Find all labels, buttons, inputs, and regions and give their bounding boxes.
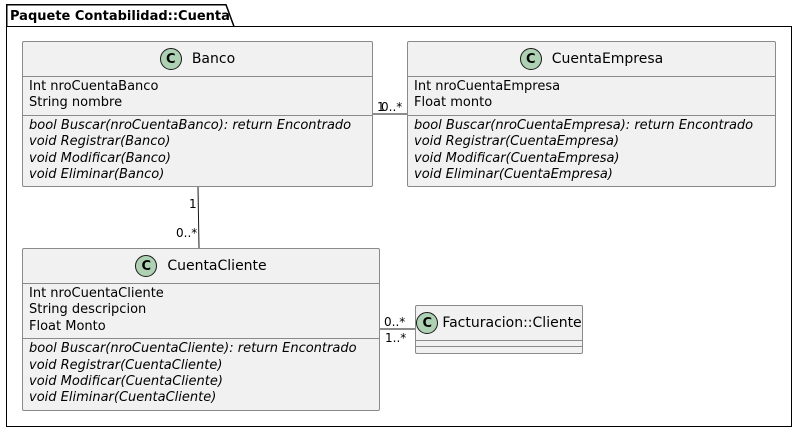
multiplicity-cuentacliente-upper: 0..* <box>384 315 406 329</box>
methods-section: bool Buscar(nroCuentaBanco): return Enco… <box>23 114 372 187</box>
attributes-section: Int nroCuentaCliente String descripcion … <box>23 283 379 338</box>
multiplicity-banco-side: 1 <box>377 100 385 114</box>
method: void Eliminar(CuentaEmpresa) <box>414 167 613 183</box>
attribute: Int nroCuentaCliente <box>29 286 164 301</box>
method: void Registrar(CuentaEmpresa) <box>414 134 620 150</box>
class-stereotype-icon: C <box>159 48 182 70</box>
multiplicity-banco-top: 1 <box>189 197 197 211</box>
package-tab <box>6 4 236 27</box>
method: void Eliminar(Banco) <box>29 167 165 183</box>
attribute: String descripcion <box>29 302 147 318</box>
method: bool Buscar(nroCuentaEmpresa): return En… <box>414 117 754 133</box>
class-name: Facturacion::Cliente <box>442 315 582 331</box>
method: bool Buscar(nroCuentaCliente): return En… <box>29 341 357 357</box>
class-header: C Banco <box>23 42 372 76</box>
multiplicity-cuentacliente-lower: 1..* <box>385 331 407 345</box>
class-name: Banco <box>191 51 236 67</box>
methods-section: bool Buscar(nroCuentaEmpresa): return En… <box>408 114 775 187</box>
class-header: C CuentaCliente <box>23 249 379 283</box>
association-banco-cuentacliente <box>197 186 200 249</box>
class-name: CuentaCliente <box>167 258 267 274</box>
class-cuentacliente[interactable]: C CuentaCliente Int nroCuentaCliente Str… <box>22 248 380 411</box>
method: void Modificar(CuentaCliente) <box>29 374 223 390</box>
attribute: Int nroCuentaBanco <box>29 79 159 94</box>
class-stereotype-icon: C <box>135 255 158 277</box>
method: void Modificar(CuentaEmpresa) <box>414 150 620 166</box>
attributes-section: Int nroCuentaBanco String nombre <box>23 76 372 115</box>
attributes-section <box>416 340 582 346</box>
class-header: C Facturacion::Cliente <box>416 306 582 340</box>
class-facturacion-cliente[interactable]: C Facturacion::Cliente <box>415 305 583 354</box>
class-name: CuentaEmpresa <box>551 51 664 67</box>
attribute: Int nroCuentaEmpresa <box>414 79 561 94</box>
methods-section <box>416 346 582 352</box>
method: void Registrar(Banco) <box>29 134 171 150</box>
package-title: Paquete Contabilidad::Cuenta <box>10 9 230 24</box>
method: bool Buscar(nroCuentaBanco): return Enco… <box>29 117 352 133</box>
class-cuentaempresa[interactable]: C CuentaEmpresa Int nroCuentaEmpresa Flo… <box>407 41 776 187</box>
attribute: Float monto <box>414 95 493 111</box>
class-stereotype-icon: C <box>416 312 439 334</box>
methods-section: bool Buscar(nroCuentaCliente): return En… <box>23 338 379 410</box>
method: void Registrar(CuentaCliente) <box>29 357 223 373</box>
multiplicity-cuentaempresa-side: 0..* <box>381 100 403 114</box>
attribute: String nombre <box>29 95 123 111</box>
attribute: Float Monto <box>29 318 106 334</box>
method: void Eliminar(CuentaCliente) <box>29 390 217 406</box>
method: void Modificar(Banco) <box>29 150 171 166</box>
class-stereotype-icon: C <box>519 48 542 70</box>
class-banco[interactable]: C Banco Int nroCuentaBanco String nombre… <box>22 41 373 187</box>
class-header: C CuentaEmpresa <box>408 42 775 76</box>
attributes-section: Int nroCuentaEmpresa Float monto <box>408 76 775 115</box>
multiplicity-cuentacliente-top: 0..* <box>176 226 198 240</box>
package-frame <box>6 26 792 427</box>
